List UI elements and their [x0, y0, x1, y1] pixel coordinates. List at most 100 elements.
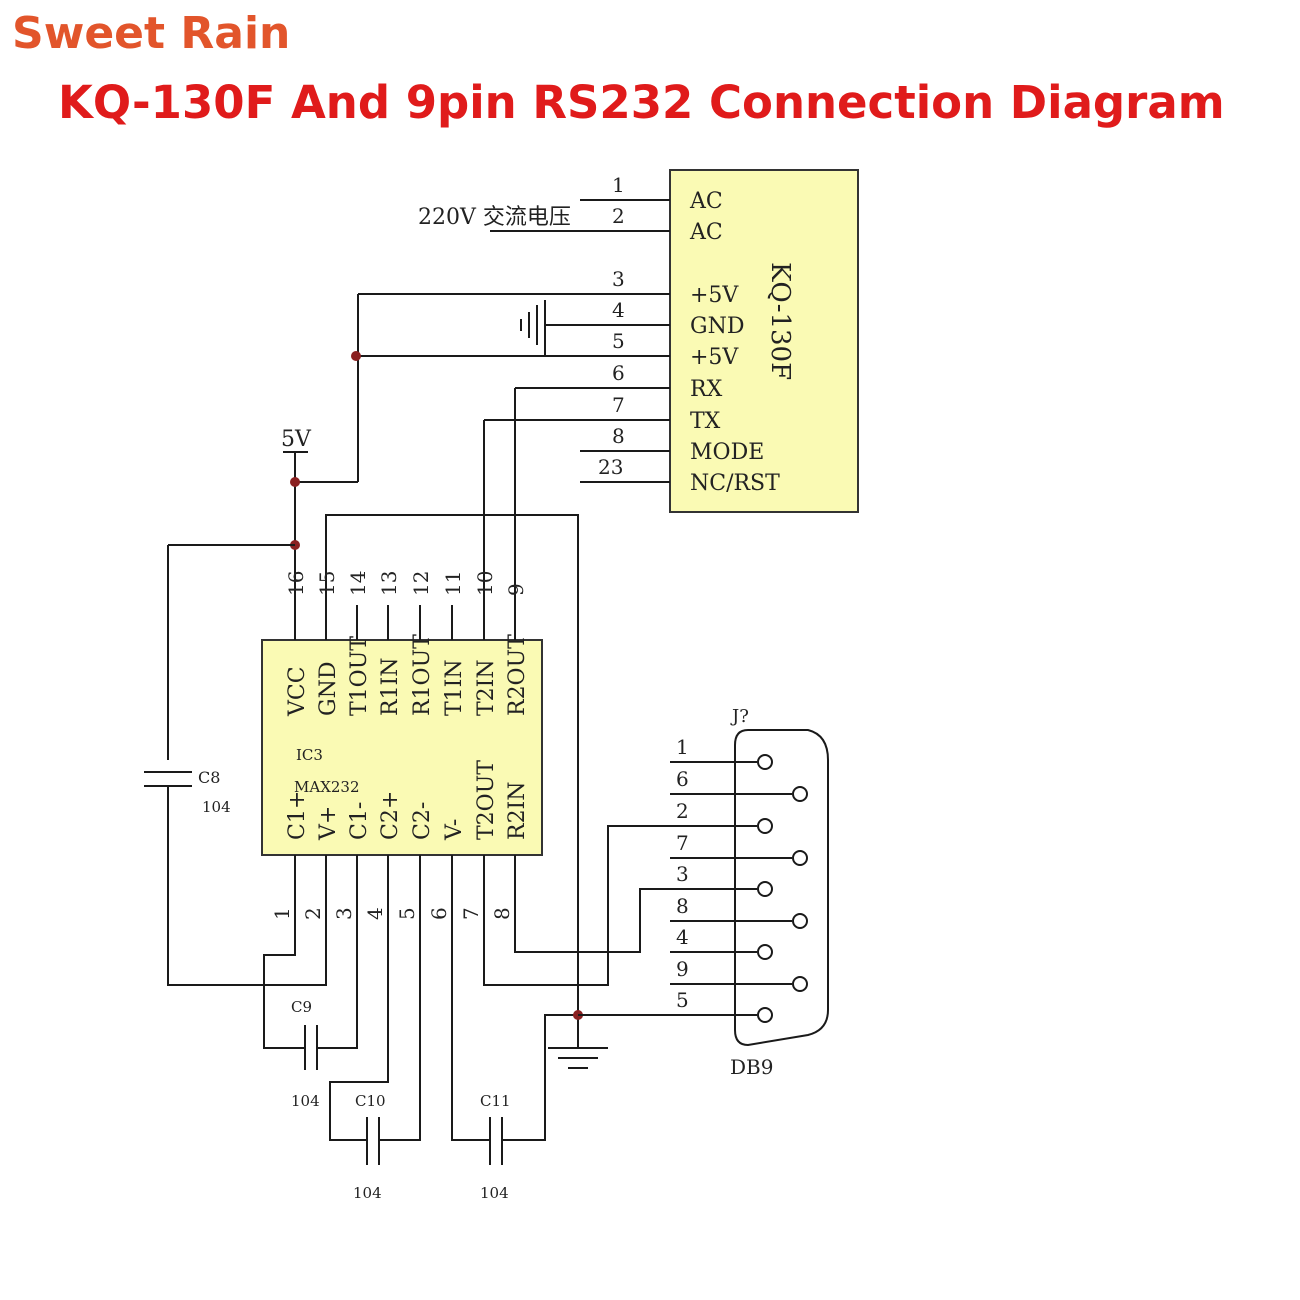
max232-top-pin-label: T1OUT — [347, 636, 372, 716]
wires — [144, 199, 808, 1165]
t2out-to-db9-2 — [483, 825, 670, 986]
db9-pin-socket — [792, 850, 808, 866]
max232-bottom-pin-number: 2 — [301, 907, 325, 920]
c10-wire-left — [329, 940, 389, 1141]
max232-bottom-pin-label: C2- — [410, 802, 435, 840]
db9-pin-socket — [757, 1007, 773, 1023]
db9-pin-socket — [757, 881, 773, 897]
kq130f-pin-number: 8 — [612, 424, 625, 448]
max232-top-pin-number: 10 — [473, 571, 497, 596]
db9-name: DB9 — [730, 1055, 773, 1079]
kq130f-pin-label: AC — [689, 220, 723, 245]
db9-connector-shell — [734, 729, 829, 1047]
db9-pin-socket — [792, 976, 808, 992]
max232-bottom-pin-number: 6 — [427, 907, 451, 920]
max232-top-pin-label: R1IN — [378, 657, 403, 716]
db9-pin-socket — [757, 754, 773, 770]
max232-bottom-pin-number: 1 — [270, 907, 294, 920]
max232-top-pin-number: 13 — [377, 571, 401, 596]
max232-designator: IC3 — [296, 746, 323, 764]
kq130f-pin-number: 7 — [612, 393, 625, 417]
max232-bottom-pin-number: 4 — [363, 907, 387, 920]
kq130f-pin-label: GND — [690, 314, 744, 339]
db9-pin-number: 1 — [676, 735, 689, 759]
supply-5v-label: 5V — [281, 427, 312, 452]
db9-pin-number: 4 — [676, 925, 689, 949]
max232-bottom-pin-label: V+ — [316, 806, 341, 841]
db9-pin-number: 3 — [676, 862, 689, 886]
cap-c10-ref: C10 — [355, 1092, 386, 1110]
max232-top-pin-label: R1OUT — [410, 634, 435, 716]
db9-pin-number: 6 — [676, 767, 689, 791]
c11-wire-right — [502, 1014, 578, 1141]
kq130f-module — [669, 169, 859, 513]
c11-wire-left — [451, 940, 490, 1141]
kq130f-name: KQ-130F — [765, 262, 795, 380]
diagram-title: KQ-130F And 9pin RS232 Connection Diagra… — [58, 76, 1225, 129]
kq130f-pin-number: 1 — [612, 173, 625, 197]
max232-top-pin-number: 14 — [346, 571, 370, 596]
db9-pin-number: 8 — [676, 894, 689, 918]
max232-bottom-pin-label: R2IN — [505, 781, 530, 840]
kq130f-pin-label: MODE — [690, 440, 764, 465]
cap-c11-value: 104 — [480, 1184, 509, 1202]
db9-pin-number: 5 — [676, 988, 689, 1012]
max232-part: MAX232 — [294, 778, 360, 796]
cap-c9-value: 104 — [291, 1092, 320, 1110]
kq130f-pin-label: AC — [689, 189, 723, 214]
max232-top-pin-number: 15 — [315, 571, 339, 596]
kq130f-pin-number: 5 — [612, 329, 625, 353]
cap-c8-value: 104 — [202, 798, 231, 816]
kq130f-pin-number: 4 — [612, 298, 625, 322]
db9-ref: J? — [730, 706, 749, 727]
max232-top-pin-number: 12 — [409, 571, 433, 596]
kq130f-pin-label: RX — [690, 377, 723, 402]
kq130f-pin-label: +5V — [690, 345, 739, 370]
cap-c11-ref: C11 — [480, 1092, 511, 1110]
max232-bottom-pin-label: C1+ — [285, 791, 310, 840]
db9-pin-socket — [792, 786, 808, 802]
junction-dot — [290, 477, 300, 487]
db9-pin-socket — [792, 913, 808, 929]
kq130f-pin-label: +5V — [690, 283, 739, 308]
c10-wire-right — [379, 940, 421, 1141]
db9-pin-number: 9 — [676, 957, 689, 981]
kq130f-pin-number: 3 — [612, 267, 625, 291]
junction-dot — [351, 351, 361, 361]
db9-pin-socket — [757, 818, 773, 834]
ac-input-label: 220V 交流电压 — [418, 205, 571, 230]
dynamic-labels: AC1AC2+5V3GND4+5V5RX6TX7MODE8NC/RST2316V… — [270, 173, 780, 1012]
c9-wire-right — [317, 940, 358, 1049]
kq130f-pin-label: NC/RST — [690, 471, 780, 496]
db9-pin-number: 2 — [676, 799, 689, 823]
db9-pin-socket — [757, 944, 773, 960]
kq130f-pin-number: 23 — [598, 455, 623, 479]
c8-wire-bottom — [167, 786, 327, 986]
c9-wire-left — [263, 940, 305, 1049]
max232-top-pin-label: GND — [316, 662, 341, 716]
max232-top-pin-label: T1IN — [442, 659, 467, 716]
max232-bottom-pin-number: 3 — [332, 907, 356, 920]
max232-top-pin-number: 11 — [441, 571, 465, 596]
max232-bottom-pin-label: C1- — [347, 802, 372, 840]
max232-bottom-pin-label: V- — [442, 819, 467, 841]
max232-bottom-pin-label: C2+ — [378, 791, 403, 840]
max232-top-pin-label: R2OUT — [505, 634, 530, 716]
cap-c8-ref: C8 — [198, 768, 220, 787]
r2in-to-db9-3 — [514, 888, 670, 953]
kq130f-pin-label: TX — [690, 409, 721, 434]
max232-bottom-pin-number: 8 — [490, 907, 514, 920]
max232-bottom-pin-number: 5 — [395, 907, 419, 920]
cap-c10-value: 104 — [353, 1184, 382, 1202]
cap-c9-ref: C9 — [291, 998, 312, 1016]
kq130f-pin-number: 6 — [612, 361, 625, 385]
max232-bottom-pin-number: 7 — [459, 907, 483, 920]
brand-label: Sweet Rain — [12, 8, 291, 59]
max232-top-pin-label: VCC — [285, 666, 310, 717]
max232-chip — [261, 639, 543, 856]
max232-bottom-pin-label: T2OUT — [474, 760, 499, 840]
gnd-return-wire — [325, 514, 579, 1015]
max232-top-pin-number: 16 — [284, 571, 308, 596]
max232-top-pin-label: T2IN — [474, 659, 499, 716]
